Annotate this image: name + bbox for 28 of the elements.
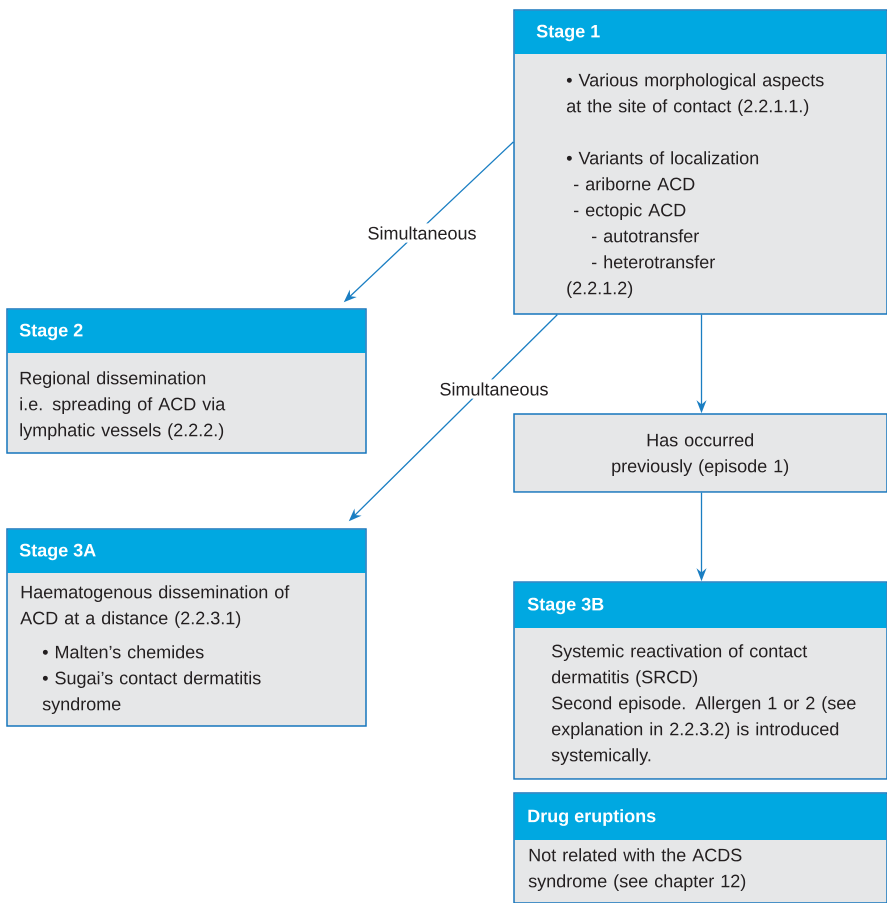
box-text: • Variants of localization — [566, 151, 758, 164]
stage-box — [513, 792, 887, 903]
stage-box — [6, 308, 367, 454]
edge-label: Simultaneous — [436, 379, 552, 399]
stage-box — [513, 413, 887, 493]
box-text: Has occurred previously (episode 1) — [612, 433, 788, 476]
box-text: • Sugai’s contact dermatitis syndrome — [42, 671, 261, 714]
box-text: (2.2.1.2) — [567, 281, 632, 298]
box-text: Systemic reactivation of contact dermatitis (SRCD) — [552, 644, 808, 687]
box-text: Not related with the ACDS syndrome (see chapter 12) — [528, 848, 746, 891]
box-text: • Malten’s chemides — [42, 645, 204, 658]
box-text: - heterotransfer — [592, 255, 715, 268]
box-heading: Stage 3A — [20, 544, 96, 560]
box-heading: Drug eruptions — [528, 809, 656, 826]
stage-box — [513, 581, 887, 780]
box-text: - autotransfer — [592, 229, 699, 242]
box-text: - ectopic ACD — [574, 203, 686, 220]
edge-label: Simultaneous — [364, 223, 480, 243]
box-text: Haematogenous dissemination of ACD at a distance (2.2.3.1) — [20, 585, 290, 628]
box-heading: Stage 3B — [528, 598, 604, 614]
box-text: • Various morphological aspects at the site of contact (2.2.1.1.) — [566, 73, 824, 116]
box-heading: Stage 1 — [536, 24, 600, 42]
box-text: Second episode. Allergen 1 or 2 (see explanation in 2.2.3.2) is introduced systemically. — [552, 696, 856, 765]
box-text: - ariborne ACD — [574, 177, 694, 190]
box-heading: Stage 2 — [20, 324, 82, 340]
box-text: Regional dissemination i.e. spreading of ACD via lymphatic vessels (2.2.2.) — [20, 371, 226, 440]
stage-box — [6, 528, 367, 727]
stage-box — [513, 9, 887, 315]
